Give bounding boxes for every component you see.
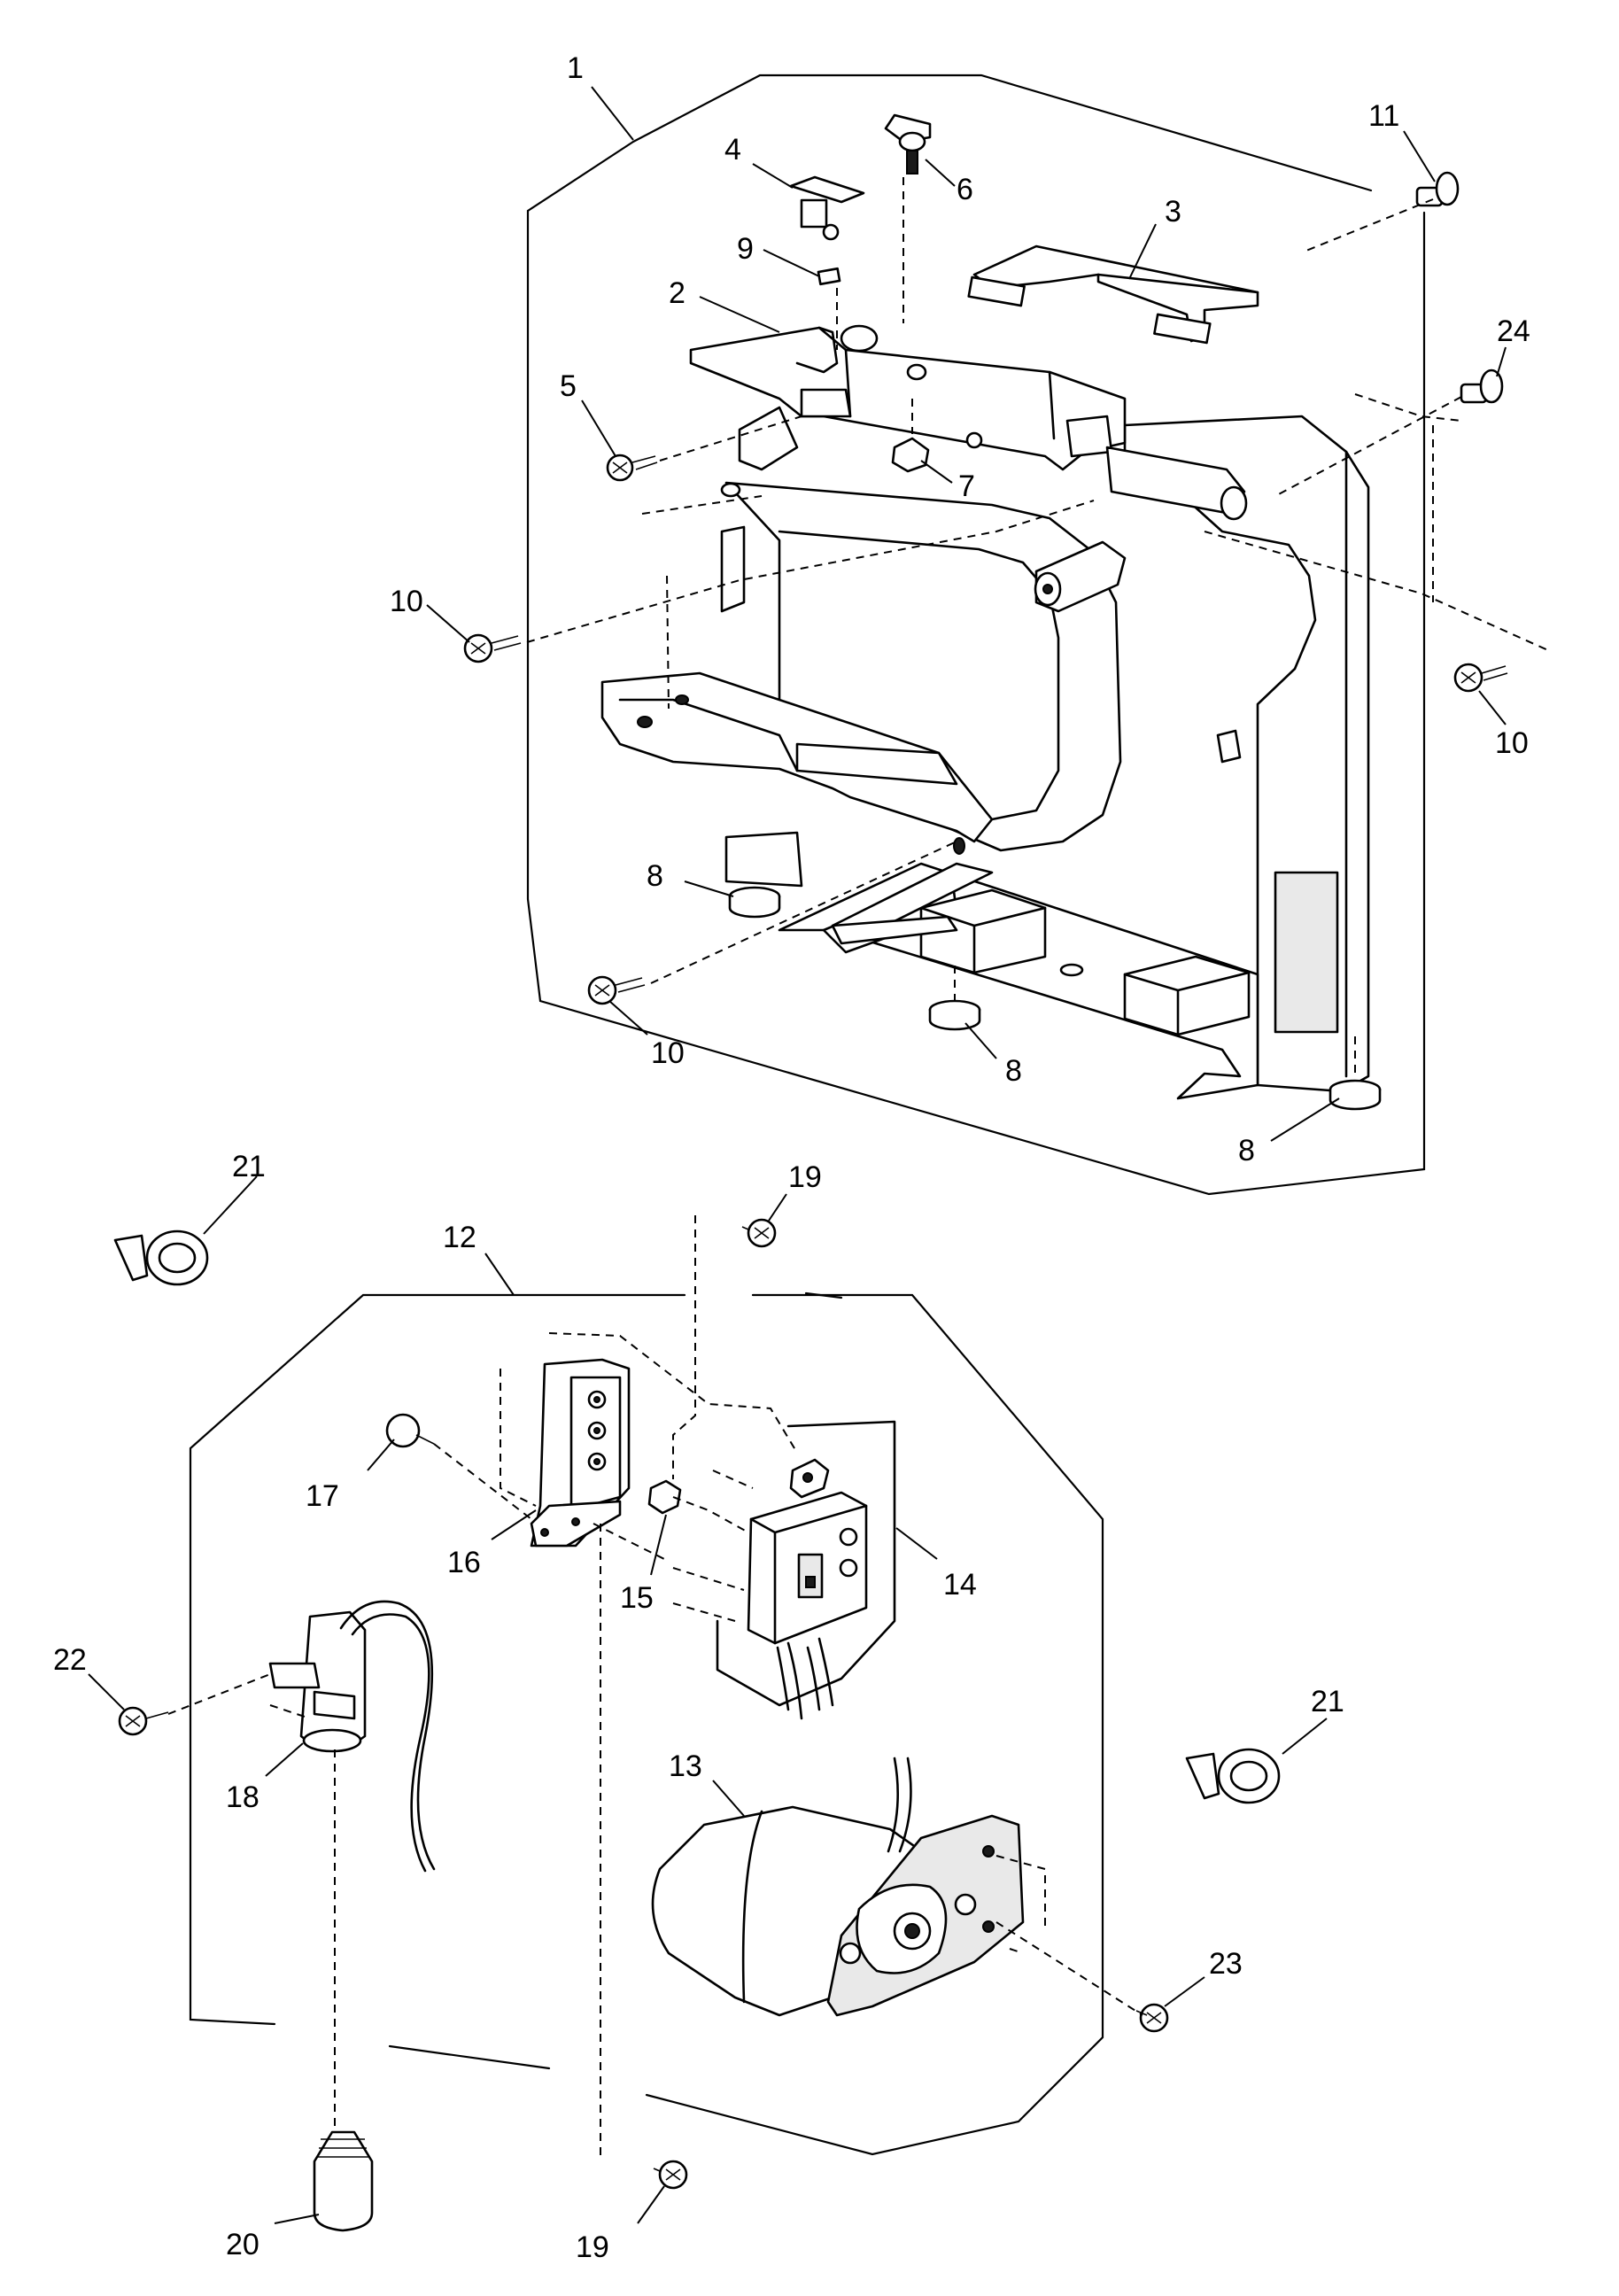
- part-19-screw-top: [741, 1218, 777, 1248]
- callout-14: 14: [943, 1568, 977, 1602]
- callout-3: 3: [1165, 195, 1181, 229]
- callout-8-left: 8: [647, 859, 663, 893]
- callout-19-top: 19: [788, 1160, 822, 1194]
- part-14-bracket-outline: [716, 1420, 896, 1707]
- part-21-clamp-left: [113, 1229, 209, 1286]
- part-14-switch-box: [747, 1458, 868, 1720]
- callout-21-right: 21: [1311, 1685, 1344, 1718]
- assembly-12-boundary: [189, 1293, 1104, 2156]
- part-18-lamp-socket: [268, 1600, 436, 1873]
- callout-15: 15: [620, 1581, 654, 1615]
- part-23-screw: [1135, 2003, 1169, 2033]
- part-10-screw-right: [1453, 663, 1508, 693]
- callout-12: 12: [443, 1221, 476, 1254]
- part-8-foot-middle: [928, 999, 981, 1031]
- callout-20: 20: [226, 2228, 260, 2261]
- part-5-screw: [606, 454, 658, 482]
- part-7-nut: [891, 437, 930, 473]
- callout-21-left: 21: [232, 1150, 266, 1183]
- callout-16: 16: [447, 1546, 481, 1579]
- part-8-foot-left: [728, 886, 781, 919]
- part-20-bulb: [313, 2130, 374, 2232]
- callout-10-bottom: 10: [651, 1036, 685, 1070]
- callout-6: 6: [957, 173, 973, 206]
- callout-2: 2: [669, 276, 686, 310]
- callout-5: 5: [560, 369, 577, 403]
- part-10-screw-left: [463, 633, 522, 663]
- callout-10-right: 10: [1495, 726, 1529, 760]
- callout-24: 24: [1497, 314, 1530, 348]
- assembly-1-boundary: [526, 74, 1426, 1196]
- part-19-screw-bottom: [653, 2160, 688, 2190]
- part-17-screw: [385, 1413, 435, 1448]
- part-21-clamp-right: [1185, 1748, 1281, 1804]
- callout-19-bottom: 19: [576, 2230, 609, 2264]
- part-24-screw: [1460, 368, 1504, 404]
- part-3-bracket: [967, 244, 1259, 345]
- callout-8-middle: 8: [1005, 1054, 1022, 1088]
- part-6-screw: [884, 113, 932, 175]
- assembly-lines-1: [526, 177, 1551, 1079]
- part-8-foot-right: [1329, 1079, 1382, 1111]
- callout-18: 18: [226, 1780, 260, 1814]
- callout-leaders: [88, 86, 1507, 2224]
- callout-23: 23: [1209, 1947, 1243, 1981]
- callout-9: 9: [737, 232, 754, 266]
- assembly-lines-12: [167, 1215, 1143, 2157]
- part-9-plate: [817, 267, 841, 286]
- callout-10-left: 10: [390, 585, 423, 618]
- part-11-screw: [1415, 171, 1460, 207]
- callout-7: 7: [958, 469, 975, 503]
- callout-13: 13: [669, 1749, 702, 1783]
- callout-11: 11: [1368, 99, 1399, 133]
- callout-labels: 1 2 3 4 5 6 7 8 8 8 9 10 10 10 11 24 12 …: [53, 51, 1530, 2264]
- part-22-screw: [118, 1706, 169, 1736]
- part-15-nut: [647, 1479, 682, 1515]
- part-16-terminal-block: [530, 1358, 631, 1547]
- part-13-motor: [651, 1757, 1025, 2017]
- part-10-screw-bottom: [587, 975, 646, 1005]
- callout-4: 4: [724, 133, 741, 167]
- callout-1: 1: [567, 51, 584, 85]
- main-frame: [600, 324, 1370, 1100]
- callout-22: 22: [53, 1643, 87, 1677]
- callout-17: 17: [306, 1479, 339, 1513]
- part-4-clip: [789, 175, 865, 241]
- callout-8-right: 8: [1238, 1134, 1255, 1167]
